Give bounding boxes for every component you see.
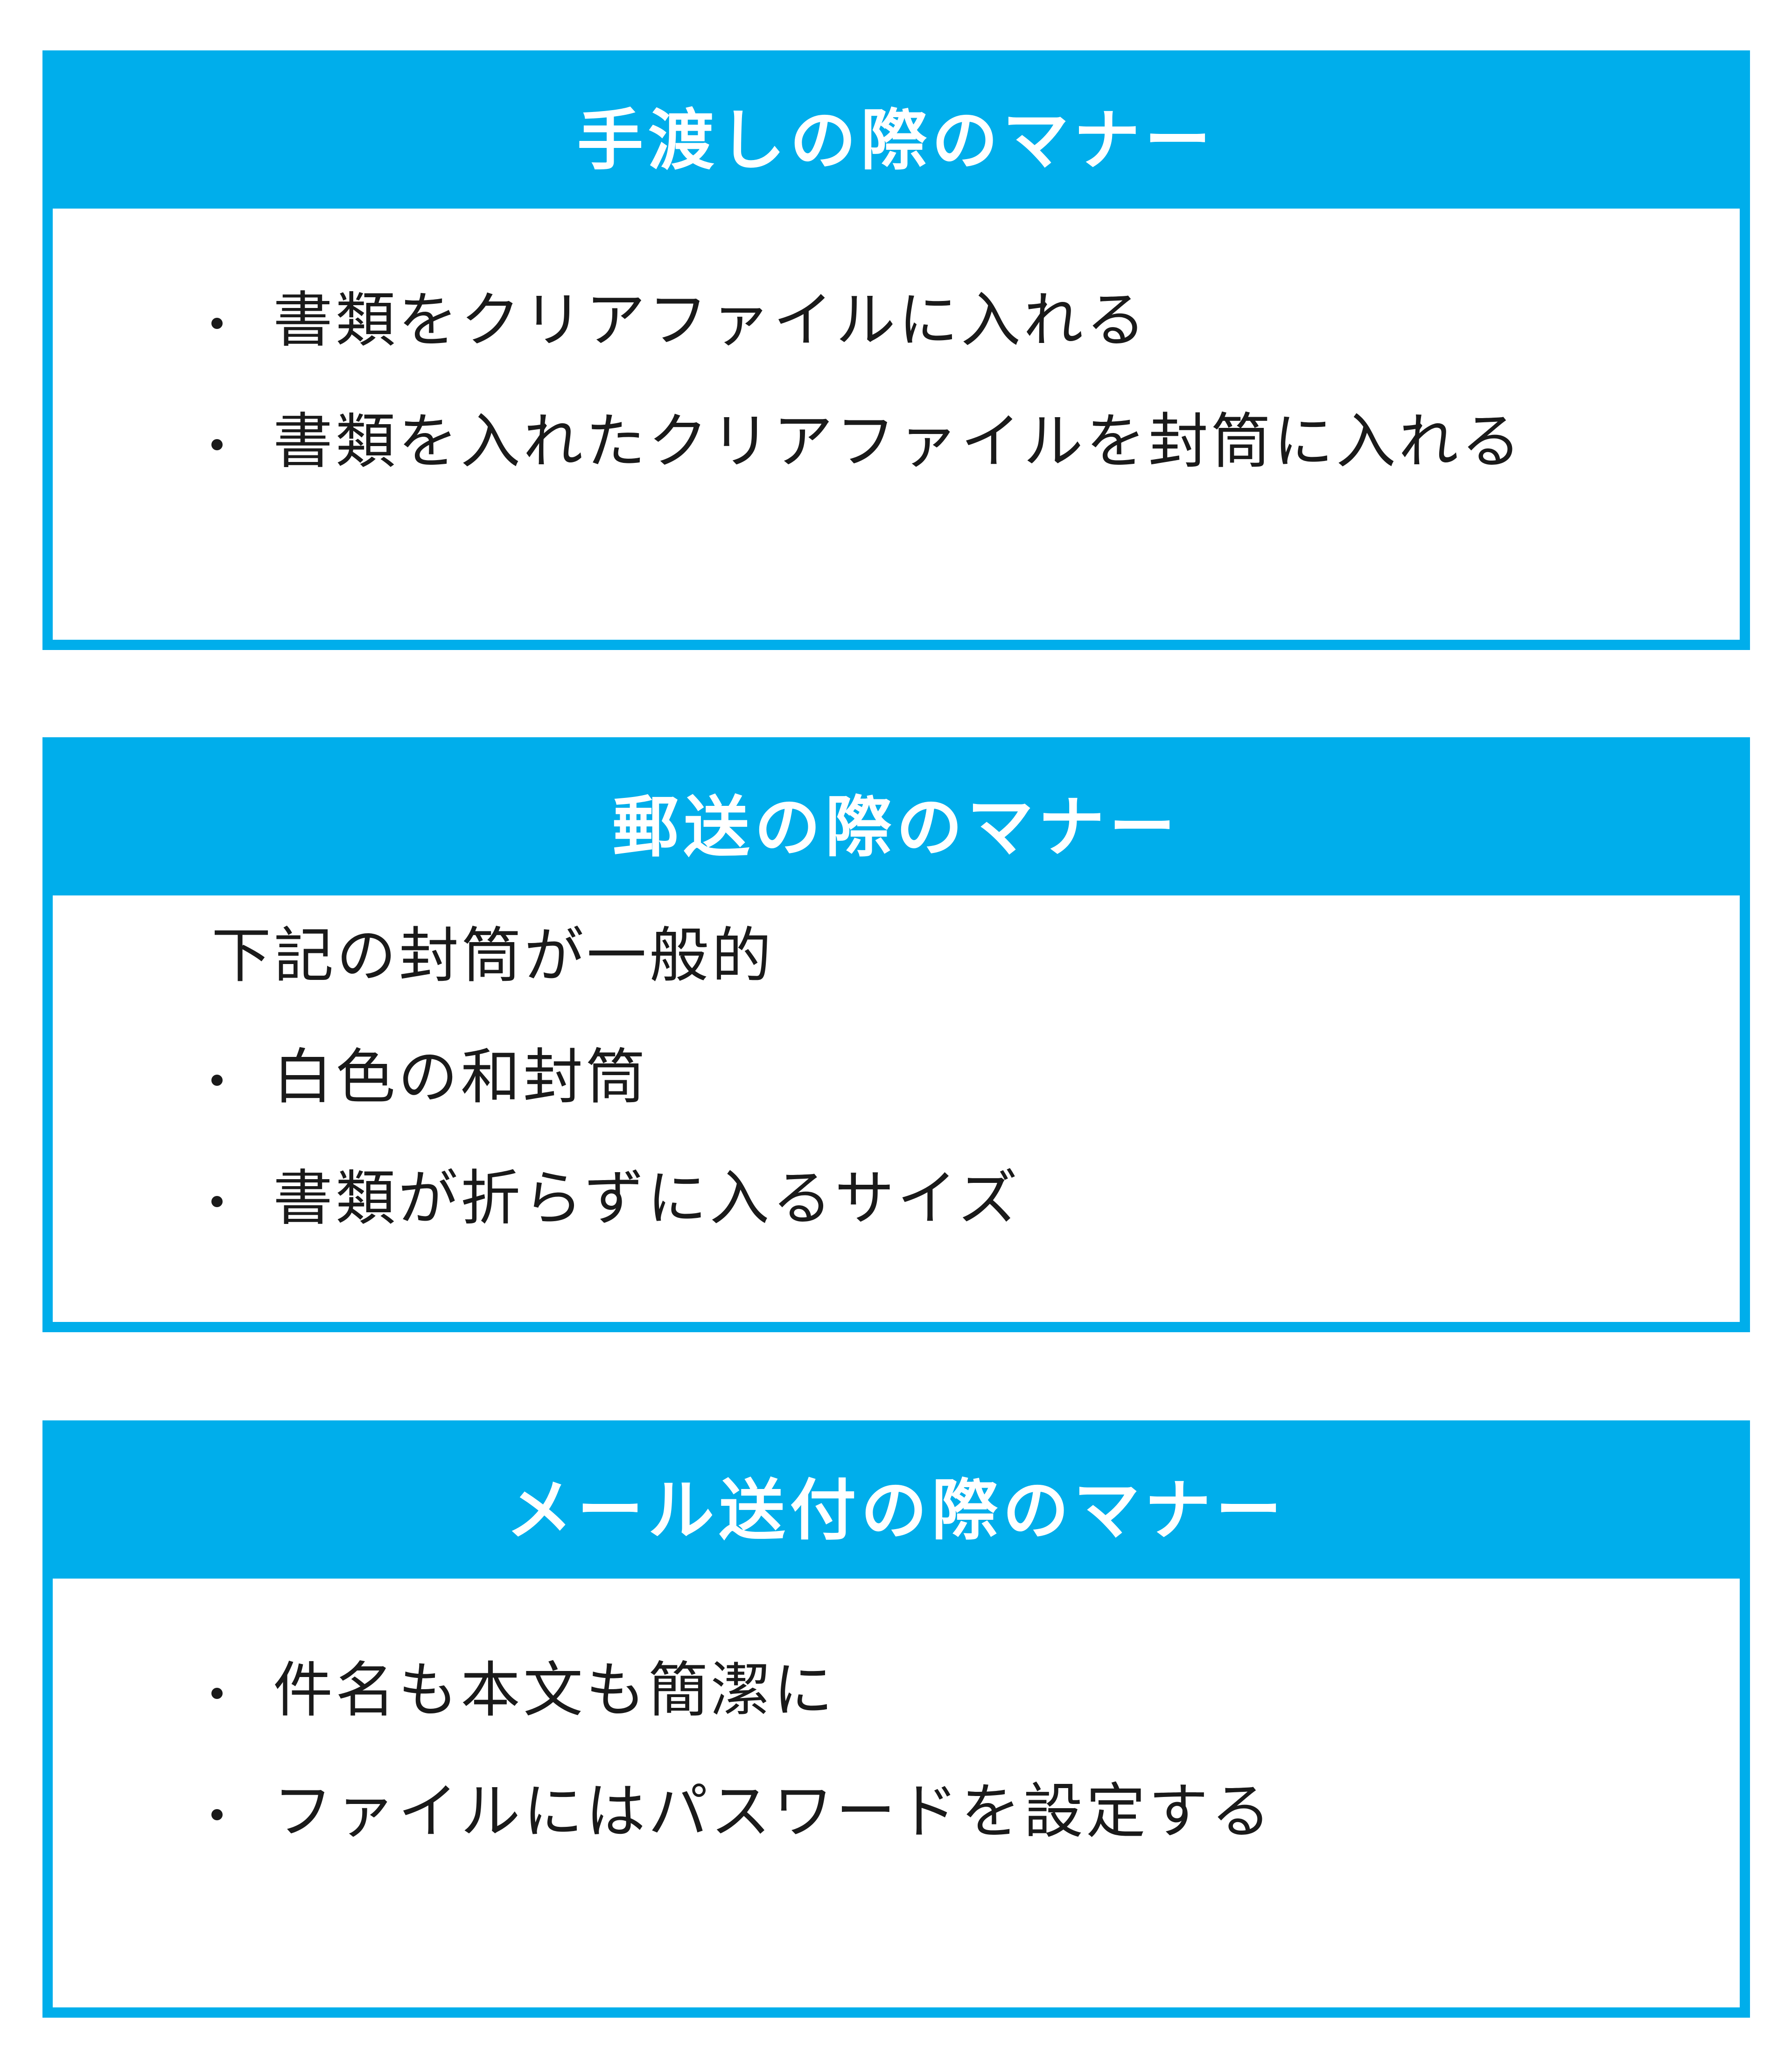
list-item-text: ファイルにはパスワードを設定する (273, 1777, 1274, 1846)
list-item-text: 書類を入れたクリアファイルを封筒に入れる (273, 407, 1524, 476)
list-item-text: 白色の和封筒 (273, 1042, 649, 1112)
list-item: 件名も本文も簡潔に (211, 1630, 1740, 1751)
bullet-icon (211, 1809, 223, 1820)
bullet-icon (211, 1196, 223, 1207)
panel-body: 件名も本文も簡潔に ファイルにはパスワードを設定する (53, 1579, 1740, 1873)
panel-title: 手渡しの際のマナー (52, 60, 1740, 209)
panel-title: メール送付の際のマナー (52, 1430, 1740, 1579)
panel-intro-text: 下記の封筒が一般的 (211, 921, 775, 991)
panel-mailing: 郵送の際のマナー 下記の封筒が一般的 白色の和封筒 書類が折らずに入るサイズ (42, 737, 1750, 1332)
list-item: ファイルにはパスワードを設定する (211, 1751, 1740, 1873)
list-item-text: 件名も本文も簡潔に (273, 1656, 836, 1725)
panel-body: 下記の封筒が一般的 白色の和封筒 書類が折らずに入るサイズ (53, 895, 1740, 1259)
list-item: 書類を入れたクリアファイルを封筒に入れる (211, 381, 1740, 503)
list-item: 白色の和封筒 (211, 1017, 1740, 1138)
panel-hand-delivery: 手渡しの際のマナー 書類をクリアファイルに入れる 書類を入れたクリアファイルを封… (42, 50, 1750, 650)
bullet-icon (211, 318, 223, 329)
bullet-icon (211, 439, 223, 450)
bullet-icon (211, 1075, 223, 1086)
panel-title: 郵送の際のマナー (52, 747, 1740, 895)
list-item-text: 書類をクリアファイルに入れる (273, 286, 1149, 355)
panel-body: 書類をクリアファイルに入れる 書類を入れたクリアファイルを封筒に入れる (53, 209, 1740, 503)
list-item: 書類をクリアファイルに入れる (211, 260, 1740, 381)
bullet-icon (211, 1688, 223, 1699)
list-item: 書類が折らずに入るサイズ (211, 1138, 1740, 1259)
list-item-text: 書類が折らずに入るサイズ (273, 1164, 1021, 1233)
panel-email: メール送付の際のマナー 件名も本文も簡潔に ファイルにはパスワードを設定する (42, 1420, 1750, 2018)
